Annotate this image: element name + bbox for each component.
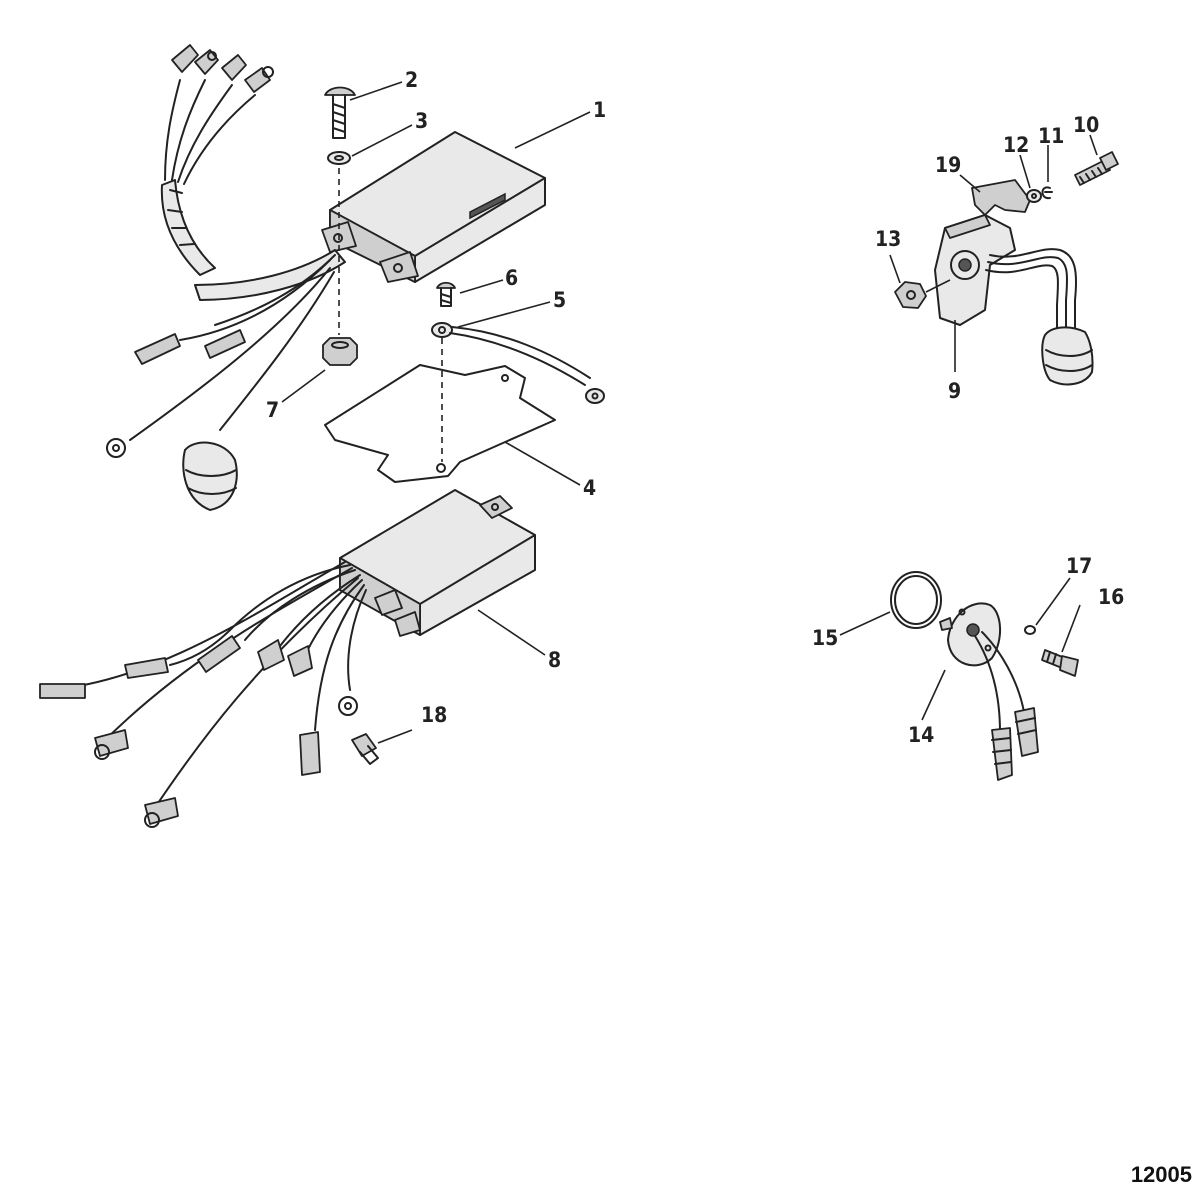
callout-4: 4 <box>583 476 596 500</box>
screw-6 <box>436 281 456 307</box>
callout-17: 17 <box>1066 554 1092 578</box>
callout-6: 6 <box>505 266 518 290</box>
lockwasher-11 <box>1041 186 1053 200</box>
upper-switch-box <box>321 131 546 283</box>
washer-12 <box>1026 189 1042 203</box>
lower-wire-harness <box>39 561 367 828</box>
callout-7: 7 <box>266 398 279 422</box>
callout-10: 10 <box>1073 113 1099 137</box>
o-ring-15 <box>890 571 942 629</box>
screw-10 <box>1074 151 1119 186</box>
callout-2: 2 <box>405 68 418 92</box>
callout-3: 3 <box>415 109 428 133</box>
callout-8: 8 <box>548 648 561 672</box>
callout-1: 1 <box>593 98 606 122</box>
screw-18 <box>351 733 379 765</box>
callout-11: 11 <box>1038 124 1064 148</box>
leader-lines <box>281 81 1098 744</box>
sensor-14 <box>939 602 1039 781</box>
upper-wire-harness <box>106 44 346 511</box>
trigger-assembly <box>934 214 1094 386</box>
ground-strap-5 <box>431 322 605 404</box>
mounting-plate-4 <box>324 364 556 483</box>
screw-2 <box>324 86 356 139</box>
callout-14: 14 <box>908 723 934 747</box>
retainer-19 <box>971 179 1031 216</box>
callout-9: 9 <box>948 379 961 403</box>
lower-switch-box <box>339 489 536 637</box>
figure-number: 12005 <box>1130 1162 1192 1187</box>
callout-12: 12 <box>1003 133 1029 157</box>
callout-15: 15 <box>812 626 838 650</box>
washer-17 <box>1024 625 1036 635</box>
callout-5: 5 <box>553 288 566 312</box>
callout-16: 16 <box>1098 585 1124 609</box>
callout-18: 18 <box>421 703 447 727</box>
callout-13: 13 <box>875 227 901 251</box>
screw-16 <box>1041 649 1079 677</box>
nut-7 <box>322 337 358 366</box>
callout-19: 19 <box>935 153 961 177</box>
nut-13 <box>894 281 927 309</box>
washer-3 <box>327 151 351 165</box>
